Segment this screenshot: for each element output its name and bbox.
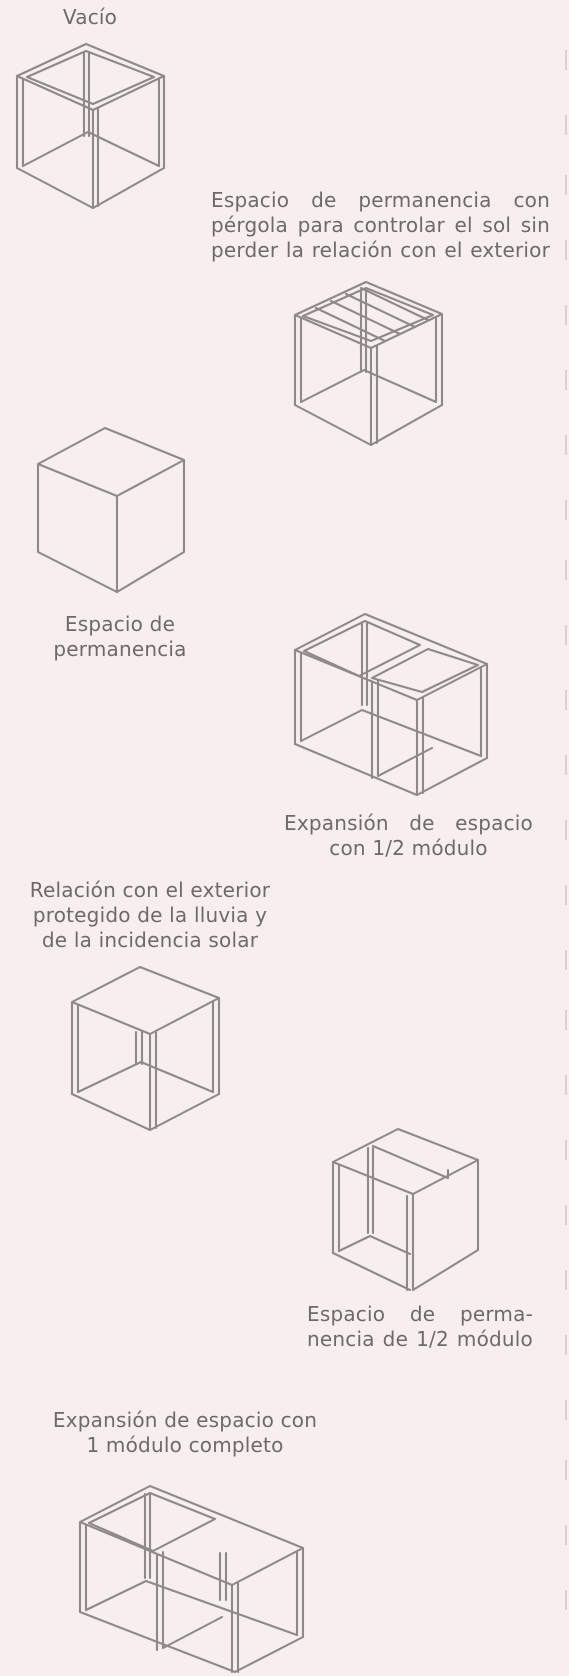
caption-permanencia-line-2: permanencia (53, 637, 187, 661)
caption-pergola-line-2: pérgola para controlar el sol sin (211, 213, 550, 237)
module-permanencia-half (331, 1127, 480, 1292)
caption-permanencia: Espacio de permanencia (30, 612, 210, 662)
caption-expansion-full-line-2: 1 módulo completo (86, 1433, 284, 1457)
module-expansion-half (293, 612, 489, 797)
expansion-full-top (78, 1484, 305, 1587)
caption-expansion-full-line-1: Expansión de espacio con (52, 1408, 318, 1432)
caption-relacion-line-2: protegido de la lluvia y (32, 903, 268, 927)
expansion-full-posts (78, 1492, 305, 1674)
caption-permanencia-line-1: Espacio de (64, 612, 176, 636)
caption-pergola-line-3: perder la relación con el exterior (211, 238, 550, 262)
caption-vacio: Vacío (40, 5, 140, 30)
expansion-half-posts (293, 621, 489, 797)
module-permanencia-cube (36, 426, 186, 594)
caption-permanencia-half-line-2: nencia de 1/2 módulo (307, 1327, 533, 1351)
module-relacion-roofed (70, 965, 221, 1132)
pergola-posts (293, 288, 444, 447)
caption-expansion-half-line-1: Expansión de espacio (284, 811, 533, 835)
vacio-posts (15, 50, 166, 210)
caption-relacion-line-3: de la incidencia solar (41, 928, 259, 952)
relacion-posts (70, 996, 221, 1132)
module-vacio-frame (15, 42, 166, 210)
caption-expansion-half-line-2: con 1/2 módulo (329, 836, 488, 860)
permanencia-half-posts (331, 1146, 415, 1292)
caption-expansion-half: Expansión de espacio con 1/2 módulo (284, 811, 533, 861)
right-edge-tick-rail (553, 0, 569, 1676)
caption-relacion-line-1: Relación con el exterior (29, 878, 271, 902)
caption-relacion: Relación con el exterior protegido de la… (15, 878, 285, 953)
caption-permanencia-half-line-1: Espacio de perma- (307, 1302, 533, 1326)
module-expansion-full (78, 1484, 305, 1674)
caption-expansion-full: Expansión de espacio con 1 módulo comple… (45, 1408, 325, 1458)
caption-permanencia-half: Espacio de perma- nencia de 1/2 módulo (307, 1302, 533, 1352)
caption-vacio-text: Vacío (62, 5, 118, 29)
caption-pergola: Espacio de permanencia con pérgola para … (211, 188, 550, 263)
module-pergola (293, 280, 444, 447)
caption-pergola-line-1: Espacio de permanencia con (211, 188, 550, 212)
